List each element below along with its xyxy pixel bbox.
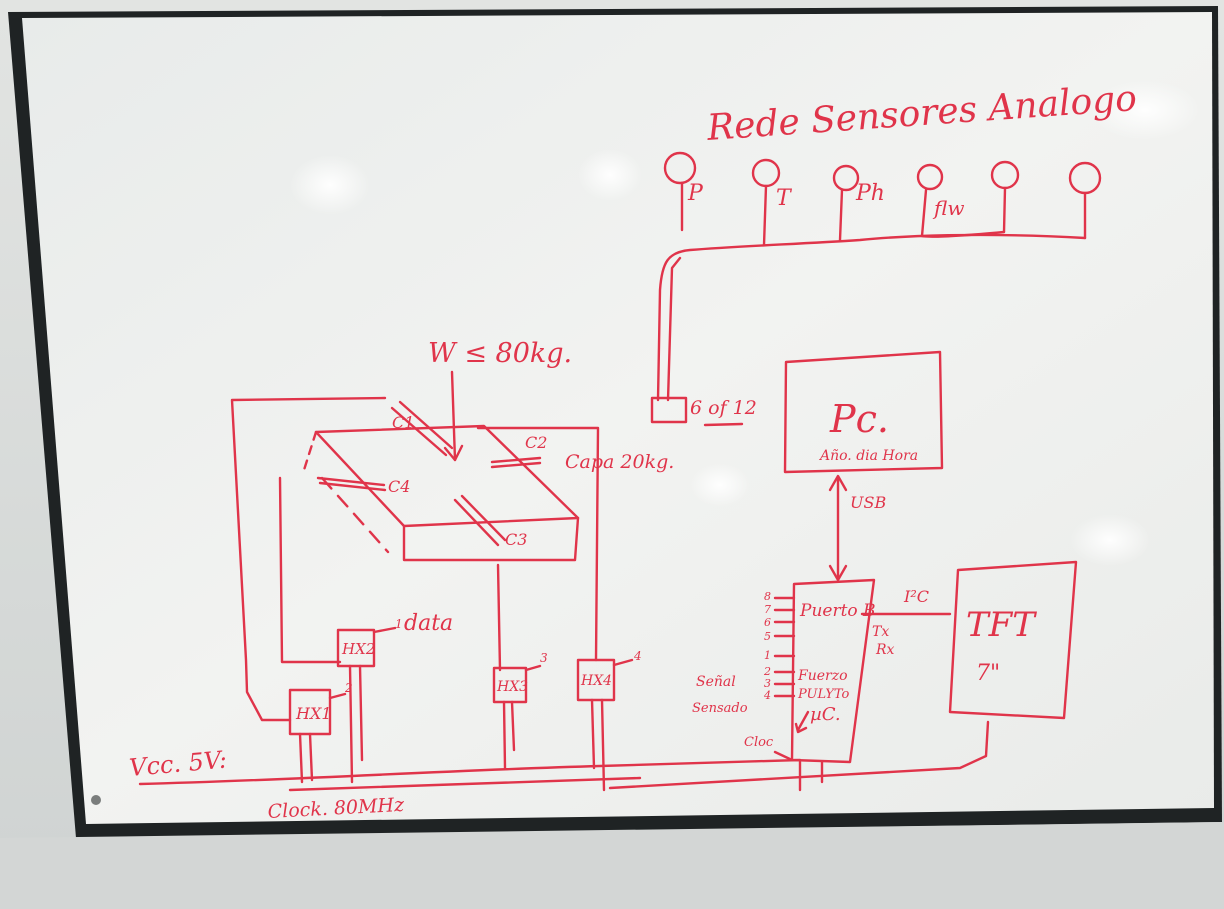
mcu-pin-6: 6	[764, 616, 771, 629]
mcu-signal-label: Señal	[696, 674, 736, 690]
pc-label: Pc.	[829, 397, 889, 441]
mcu-uc-label: µC.	[810, 704, 841, 725]
pc-sublabel: Año. dia Hora	[818, 448, 918, 464]
usb-label: USB	[850, 493, 886, 512]
glare	[690, 463, 750, 507]
sensor-label-t: T	[776, 186, 793, 211]
mcu-power-label: Fuerzo	[797, 668, 848, 684]
tft-label: TFT	[966, 605, 1037, 645]
mcu-pin-8: 8	[764, 590, 771, 603]
i2c-label: I²C	[903, 587, 929, 606]
mcu-pin-1: 1	[764, 649, 771, 662]
load-cell-c4: C4	[388, 477, 410, 496]
mcu-sensor-label: Sensado	[692, 701, 748, 716]
module-hx3: HX3	[496, 679, 528, 695]
module-index-3: 3	[540, 651, 548, 665]
mcu-clock-label: Cloc	[744, 735, 774, 750]
glare	[1070, 514, 1150, 566]
mcu-pin-7: 7	[764, 603, 771, 616]
board-surface	[22, 12, 1214, 824]
sensor-label-ph: Ph	[855, 181, 885, 206]
glare	[290, 155, 370, 215]
module-index-1: 1	[395, 617, 403, 631]
mcu-mode-label: PULYTo	[797, 687, 850, 702]
module-hx2: HX2	[341, 640, 375, 658]
capacity-label: Capa 20kg.	[565, 451, 674, 473]
sensor-label-flw: flw	[932, 196, 964, 220]
data-label: data	[404, 611, 453, 636]
load-cell-c1: C1	[392, 413, 414, 432]
board-screw	[91, 795, 101, 805]
glare	[578, 149, 642, 201]
load-cell-c2: C2	[525, 433, 547, 452]
sensor-label-p: P	[687, 181, 704, 206]
mcu-pin-5: 5	[764, 630, 771, 643]
tft-size-label: 7"	[976, 661, 1000, 686]
tx-label: Tx	[872, 624, 889, 640]
module-hx4: HX4	[580, 673, 612, 689]
module-index-2: 2	[344, 681, 353, 695]
rx-label: Rx	[875, 642, 895, 658]
module-index-4: 4	[633, 649, 642, 663]
mcu-port-label: Puerto B	[799, 601, 876, 621]
adc-label: 6 of 12	[690, 397, 757, 419]
load-limit-label: W ≤ 80kg.	[428, 338, 572, 369]
load-cell-c3: C3	[505, 530, 527, 549]
module-hx1: HX1	[295, 704, 332, 723]
mcu-pin-4: 4	[763, 689, 771, 702]
